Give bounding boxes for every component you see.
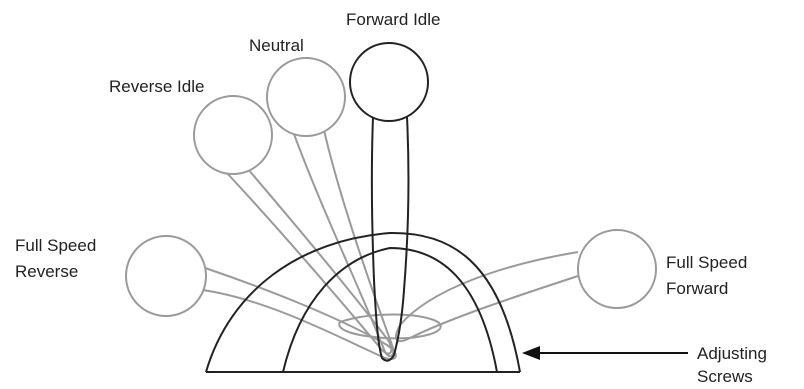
housing-inner-arch bbox=[282, 246, 498, 373]
adjusting-screws-arrow bbox=[522, 346, 688, 360]
label-full-speed-forward-line1: Full Speed bbox=[666, 253, 748, 272]
label-forward-idle: Forward Idle bbox=[346, 10, 441, 29]
housing-outer-arch bbox=[205, 231, 521, 373]
label-full-speed-reverse-line1: Full Speed bbox=[15, 236, 97, 255]
knob-neutral bbox=[266, 57, 346, 137]
lever-full-speed-forward bbox=[338, 229, 657, 343]
lever-reverse-idle bbox=[193, 95, 393, 355]
knob-forward-idle bbox=[349, 42, 429, 122]
lever-neutral bbox=[266, 57, 395, 358]
knob-full-speed-reverse bbox=[125, 235, 207, 317]
label-neutral: Neutral bbox=[249, 36, 304, 55]
knob-full-speed-forward bbox=[577, 229, 657, 309]
label-adjusting-screws-line2: Screws bbox=[697, 367, 753, 386]
label-full-speed-reverse-line2: Reverse bbox=[15, 262, 79, 281]
label-adjusting-screws-line1: Adjusting bbox=[697, 344, 767, 363]
lever-forward-idle bbox=[349, 42, 429, 362]
label-full-speed-forward-line2: Forward bbox=[666, 279, 729, 298]
knob-reverse-idle bbox=[193, 95, 273, 175]
lever-full-speed-reverse bbox=[125, 235, 397, 360]
label-reverse-idle: Reverse Idle bbox=[109, 77, 205, 96]
